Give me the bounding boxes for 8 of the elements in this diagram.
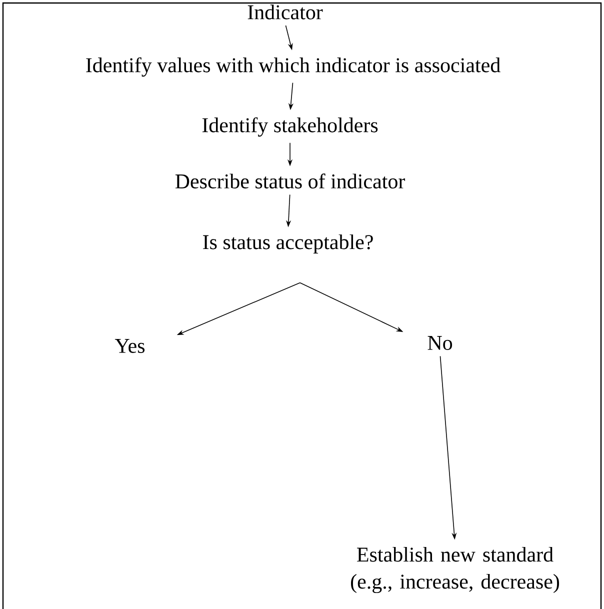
step-text: Indicator [248,4,323,20]
step-text: No [428,336,452,350]
step-text: Establish new standard (e.g., increase, decrease) [351,546,560,594]
step-text: Identify stakeholders [202,117,378,137]
step-text: Yes [114,339,145,353]
step-text: Describe status of indicator [175,174,406,188]
step-text: Identify values with which indicator is associated [86,57,500,77]
step-text: Is status acceptable? [203,234,373,254]
